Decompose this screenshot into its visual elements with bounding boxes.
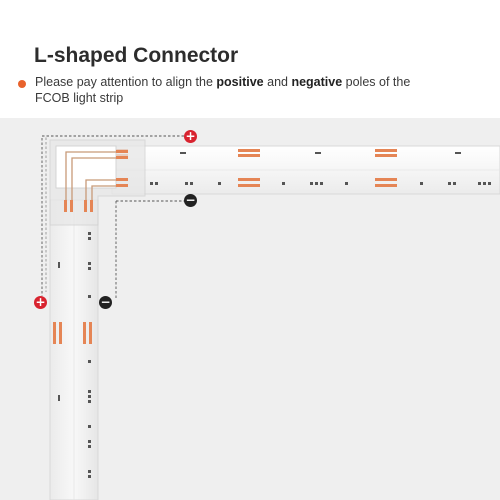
connector-contact-pads xyxy=(64,150,128,212)
connector-conductors xyxy=(65,151,116,200)
instruction-prefix: Please pay attention to align the xyxy=(35,75,217,89)
positive-word: positive xyxy=(216,75,264,89)
polarity-guide-lines xyxy=(41,135,190,298)
instruction-middle: and xyxy=(263,75,292,89)
horizontal-resistor-marks xyxy=(150,152,491,185)
vertical-resistor-marks xyxy=(58,232,91,478)
positive-pole-icon: + xyxy=(34,295,47,309)
instruction-text: Please pay attention to align the positi… xyxy=(35,75,435,106)
negative-pole-icon: − xyxy=(184,193,197,207)
positive-pole-icon: + xyxy=(184,129,197,143)
l-shaped-connector xyxy=(49,139,146,226)
page-title: L-shaped Connector xyxy=(34,44,239,67)
vertical-copper-pads xyxy=(53,322,92,344)
vertical-light-strip xyxy=(49,199,99,500)
negative-word: negative xyxy=(291,75,343,89)
instruction-suffix: poles of the FCOB light strip xyxy=(35,75,411,105)
bullet-dot-icon xyxy=(18,80,26,88)
negative-pole-icon: − xyxy=(99,295,112,309)
horizontal-light-strip xyxy=(111,145,500,195)
